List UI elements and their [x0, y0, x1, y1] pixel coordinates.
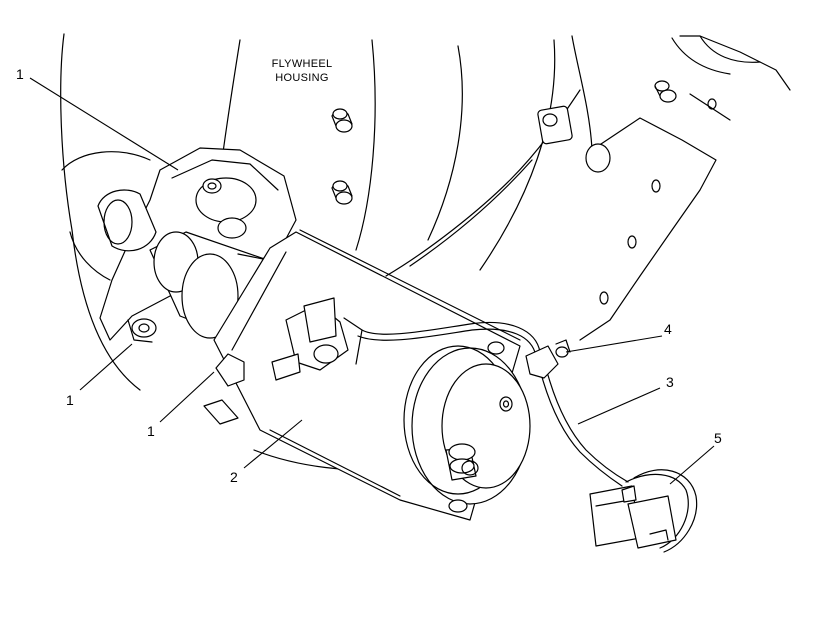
dowel-pin — [331, 180, 353, 205]
dowel-pin — [654, 80, 677, 103]
mounting-bolt — [202, 178, 222, 194]
bolt-hole — [707, 98, 717, 110]
leader-3 — [577, 387, 661, 425]
leader-2 — [243, 419, 303, 469]
leader-5 — [669, 445, 715, 485]
starter-motor — [61, 147, 531, 521]
housing-bolt-holes — [331, 80, 717, 305]
leader-1a — [29, 77, 179, 171]
callout-1-lower: 1 — [147, 423, 155, 439]
flywheel-housing-label-line1: FLYWHEEL — [272, 58, 333, 70]
housing-bore — [585, 143, 611, 173]
callout-5: 5 — [714, 430, 722, 446]
callout-1-top: 1 — [16, 66, 24, 82]
leader-1c — [159, 371, 215, 423]
flywheel-housing-label-line2: HOUSING — [275, 72, 328, 84]
harness-connector — [589, 469, 698, 553]
mounting-bolt — [215, 353, 245, 387]
leader-lines — [29, 77, 715, 485]
dowel-pin — [537, 105, 573, 145]
harness-clip — [525, 339, 571, 379]
bolt-hole — [627, 235, 637, 249]
solenoid-terminal — [271, 297, 363, 381]
callouts: 1 1 1 2 3 4 5 — [16, 66, 722, 485]
terminal-stud — [445, 443, 479, 481]
leader-4 — [565, 335, 663, 353]
callout-1-lower-left: 1 — [66, 392, 74, 408]
wire-harness — [357, 321, 629, 487]
pinion-housing — [97, 189, 157, 252]
mounting-bolt — [131, 318, 157, 338]
leader-1b — [79, 343, 133, 391]
ground-bolt — [487, 341, 505, 355]
mounting-bolt — [217, 217, 247, 239]
end-cap-bolt — [448, 499, 468, 513]
bolt-hole — [651, 179, 661, 193]
callout-4: 4 — [664, 321, 672, 337]
bolt-hole — [599, 291, 609, 305]
callout-2: 2 — [230, 469, 238, 485]
dowel-pin — [331, 108, 353, 133]
callout-3: 3 — [666, 374, 674, 390]
